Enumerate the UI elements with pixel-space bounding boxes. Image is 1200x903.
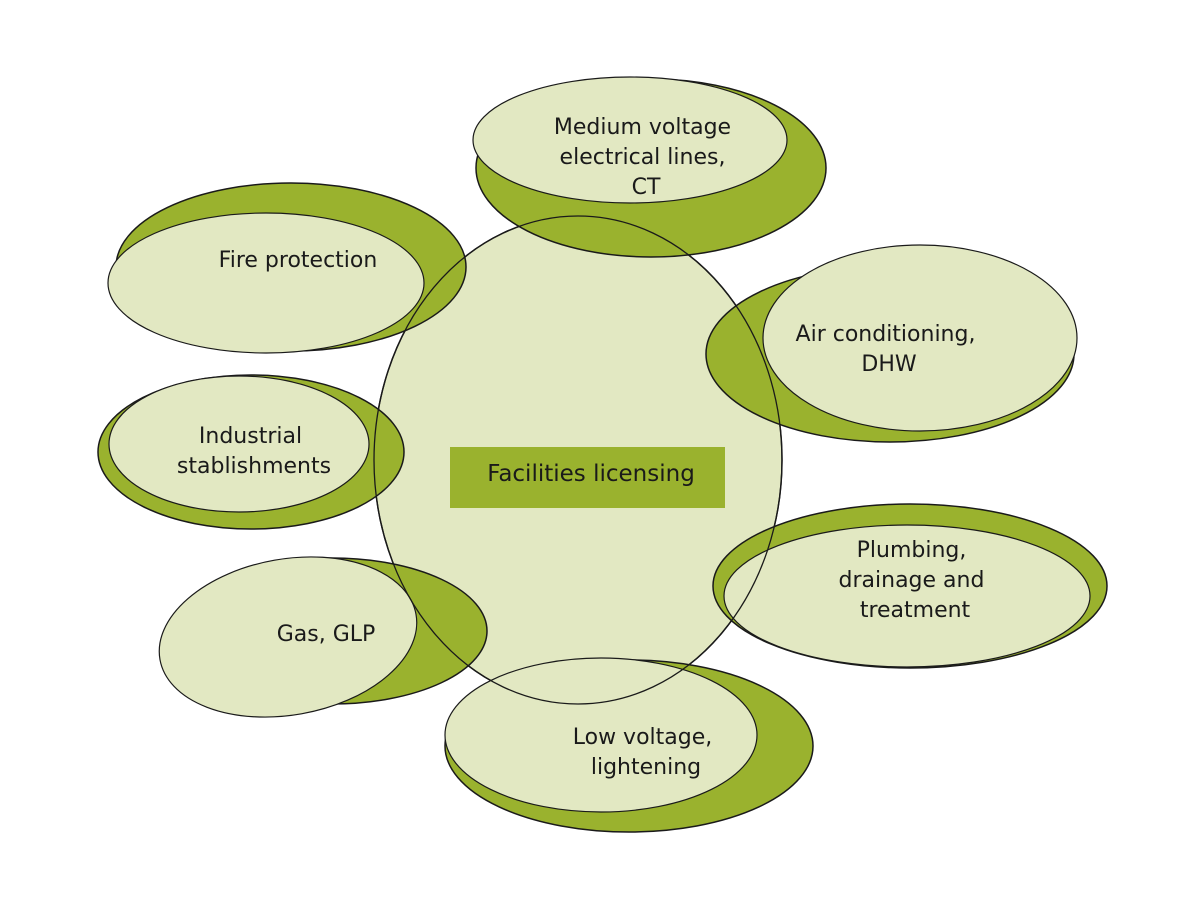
node-fire-protection-line-1: Fire protection — [219, 248, 378, 273]
node-fire-protection-front — [107, 212, 425, 354]
node-gas-line-1: Gas, GLP — [277, 622, 376, 647]
node-low-voltage: Low voltage, lightening — [444, 657, 814, 833]
node-plumbing: Plumbing, drainage and treatment — [712, 503, 1108, 669]
node-gas-front — [158, 556, 418, 718]
node-low-voltage-line-1: Low voltage, — [573, 725, 713, 750]
node-medium-voltage-line-2: electrical lines, — [560, 145, 726, 170]
node-fire-protection-label: Fire protection — [219, 248, 378, 273]
node-air-conditioning-front — [762, 244, 1078, 432]
node-air-conditioning-line-2: DHW — [861, 352, 916, 377]
node-low-voltage-front — [444, 657, 758, 813]
node-medium-voltage-label: Medium voltage electrical lines, CT — [554, 115, 738, 200]
center-label-box: Facilities licensing — [450, 447, 725, 508]
node-air-conditioning-label: Air conditioning, DHW — [796, 322, 983, 377]
node-medium-voltage: Medium voltage electrical lines, CT — [472, 76, 827, 258]
node-plumbing-line-3: treatment — [860, 598, 971, 623]
center-label: Facilities licensing — [487, 461, 695, 487]
node-low-voltage-label: Low voltage, lightening — [573, 725, 720, 780]
node-gas-label: Gas, GLP — [277, 622, 376, 647]
node-gas: Gas, GLP — [158, 556, 488, 718]
node-industrial: Industrial stablishments — [97, 374, 405, 530]
node-medium-voltage-line-3: CT — [632, 175, 661, 200]
center-label-bg — [450, 447, 725, 508]
node-low-voltage-line-2: lightening — [591, 755, 701, 780]
node-plumbing-front — [723, 524, 1091, 668]
node-medium-voltage-front — [472, 76, 788, 204]
node-industrial-line-2: stablishments — [177, 454, 331, 479]
node-industrial-label: Industrial stablishments — [177, 424, 331, 479]
center-outline — [373, 215, 783, 705]
node-industrial-front — [108, 375, 370, 513]
node-air-conditioning: Air conditioning, DHW — [705, 244, 1078, 443]
node-plumbing-line-1: Plumbing, — [857, 538, 967, 563]
node-medium-voltage-line-1: Medium voltage — [554, 115, 731, 140]
node-fire-protection: Fire protection — [107, 182, 467, 354]
node-plumbing-line-2: drainage and — [839, 568, 985, 593]
node-air-conditioning-line-1: Air conditioning, — [796, 322, 976, 347]
node-plumbing-label: Plumbing, drainage and treatment — [839, 538, 992, 623]
node-industrial-line-1: Industrial — [199, 424, 302, 449]
